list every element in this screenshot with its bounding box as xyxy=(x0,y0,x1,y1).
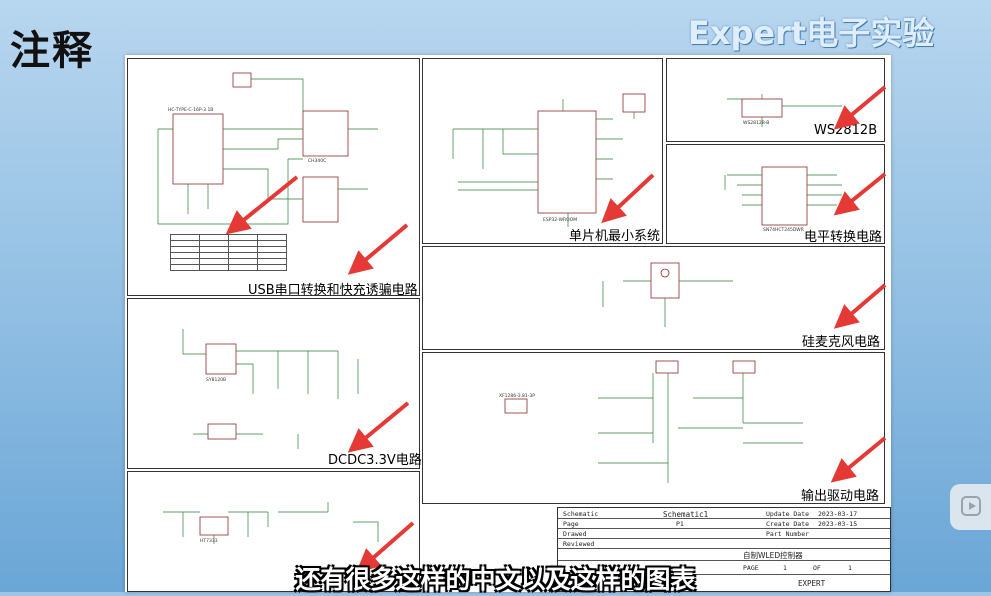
side-play-tab[interactable] xyxy=(950,484,991,530)
of-word: OF xyxy=(813,564,821,572)
page-label: Page xyxy=(563,520,579,528)
panel-ws2812: WS2812B-B WS2812B xyxy=(666,58,885,142)
page-value: P1 xyxy=(676,520,684,528)
video-subtitle: 还有很多这样的中文以及这样的图表 xyxy=(295,565,696,594)
regulator-ic-label: HT7333 xyxy=(200,538,218,544)
reviewed-label: Reviewed xyxy=(563,540,595,548)
page-word: PAGE xyxy=(743,564,759,572)
esp32-label: ESP32-WROOM xyxy=(543,217,577,223)
watermark-logo: Expert电子实验 xyxy=(688,14,935,52)
usb-panel-label: USB串口转换和快充诱骗电路 xyxy=(248,283,418,298)
xt-label: XF1286-3.81-3P xyxy=(499,393,535,399)
usb-connector-label: HC-TYPE-C-16P-3.1B xyxy=(168,107,213,113)
schematic-value: Schematic1 xyxy=(663,510,709,519)
update-value: 2023-03-17 xyxy=(818,510,858,518)
level-panel-label: 电平转换电路 xyxy=(804,230,883,245)
create-value: 2023-03-15 xyxy=(818,520,858,528)
converter-label: SN74HCT245DWR xyxy=(763,227,804,233)
dcdc-ic-label: SY8120B xyxy=(206,377,226,383)
output-panel-label: 输出驱动电路 xyxy=(801,489,880,504)
schematic-title-block: Schematic Schematic1 Page P1 Drawed Revi… xyxy=(557,507,891,592)
create-label: Create Date xyxy=(766,520,810,528)
dcdc-panel-label: DCDC3.3V电路 xyxy=(328,453,422,468)
mcu-schematic: ESP32-WROOM xyxy=(452,93,646,227)
panel-dcdc: SY8120B DCDC3.3V电路 xyxy=(127,298,422,469)
company-name: EXPERT xyxy=(798,579,826,588)
panel-mic: 硅麦克风电路 xyxy=(422,246,885,350)
dcdc-schematic: SY8120B xyxy=(182,329,359,449)
schematic-label: Schematic xyxy=(563,510,599,518)
ws2812-schematic: WS2812B-B xyxy=(727,94,842,127)
panel-output: XF1286-3.81-3P 输出驱动电路 xyxy=(422,352,885,504)
level-shift-schematic: SN74HCT245DWR xyxy=(724,166,842,233)
project-name: 自制WLED控制器 xyxy=(743,551,803,560)
schematic-sheet: HC-TYPE-C-16P-3.1B CH340C USB串口转换和快充诱骗电路… xyxy=(125,55,891,592)
drawed-label: Drawed xyxy=(563,530,587,538)
update-label: Update Date xyxy=(766,510,810,518)
play-icon xyxy=(961,496,981,516)
page-number: 1 xyxy=(783,564,787,572)
mic-panel-label: 硅麦克风电路 xyxy=(802,335,881,350)
page-total: 1 xyxy=(848,564,852,572)
mic-schematic xyxy=(602,262,733,327)
ws2812-panel-label: WS2812B xyxy=(814,123,878,138)
page-title: 注释 xyxy=(10,28,94,74)
cc-voltage-table xyxy=(170,234,287,271)
output-schematic: XF1286-3.81-3P xyxy=(499,360,803,483)
panel-level-shift: SN74HCT245DWR 电平转换电路 xyxy=(666,144,885,245)
part-number-label: Part Number xyxy=(766,530,810,538)
panel-mcu: ESP32-WROOM 单片机最小系统 xyxy=(422,58,663,244)
mcu-panel-label: 单片机最小系统 xyxy=(569,229,661,244)
panel-usb: HC-TYPE-C-16P-3.1B CH340C USB串口转换和快充诱骗电路 xyxy=(127,58,420,298)
ws2812-part-label: WS2812B-B xyxy=(743,120,769,126)
ch340-label: CH340C xyxy=(308,158,326,164)
